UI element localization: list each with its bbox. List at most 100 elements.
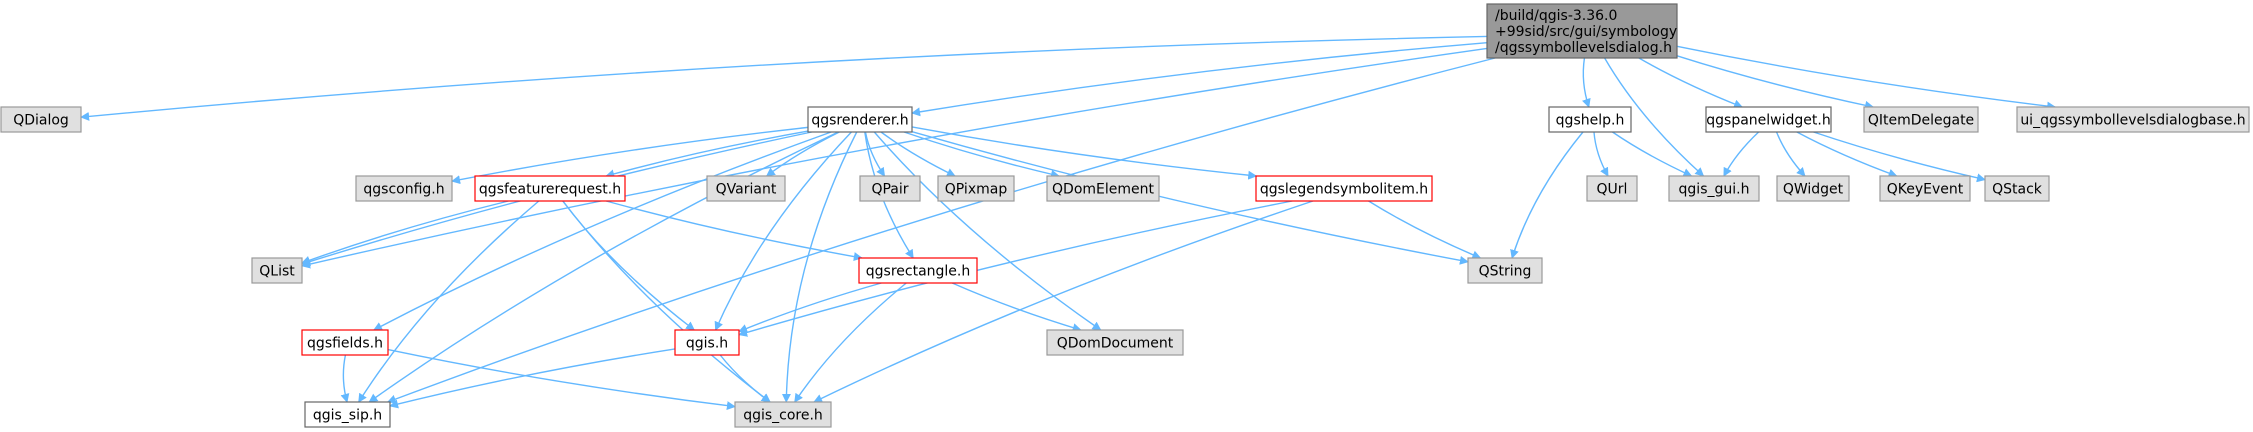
nodes-layer: /build/qgis-3.36.0+99sid/src/gui/symbolo… bbox=[0, 3, 2250, 428]
edge-qgsrenderer-to-qstring bbox=[911, 131, 1469, 265]
node-qlist-label: QList bbox=[259, 264, 295, 280]
node-qgis_gui: qgis_gui.h bbox=[1668, 175, 1760, 202]
edge-qgslegendsymbolitem-to-qstring bbox=[1368, 200, 1482, 259]
edge-qgsfeaturerequest-to-qgis_sip bbox=[358, 200, 540, 403]
node-qitemdelegate: QItemDelegate bbox=[1863, 106, 1979, 133]
node-qgsconfig: qgsconfig.h bbox=[355, 175, 453, 202]
node-qgsrectangle[interactable]: qgsrectangle.h bbox=[858, 257, 978, 284]
node-qstring-box bbox=[1467, 257, 1543, 284]
node-qvariant-label: QVariant bbox=[716, 182, 777, 198]
node-qgshelp-box bbox=[1548, 106, 1632, 133]
node-qstring-label: QString bbox=[1479, 264, 1532, 280]
node-qwidget-label: QWidget bbox=[1783, 182, 1844, 198]
node-qgis_h[interactable]: qgis.h bbox=[674, 329, 740, 356]
node-ui_dialogbase-label: ui_qgssymbollevelsdialogbase.h bbox=[2020, 113, 2245, 129]
node-qgsfields-box bbox=[301, 329, 389, 356]
node-qstack-label: QStack bbox=[1992, 182, 2043, 198]
node-qkeyevent-label: QKeyEvent bbox=[1887, 182, 1964, 198]
node-qgslegendsymbolitem[interactable]: qgslegendsymbolitem.h bbox=[1255, 175, 1433, 202]
edge-root-to-qlist bbox=[301, 47, 1488, 269]
node-ui_dialogbase: ui_qgssymbollevelsdialogbase.h bbox=[2016, 106, 2250, 133]
node-qgis_sip[interactable]: qgis_sip.h bbox=[304, 401, 391, 428]
node-qdialog: QDialog bbox=[0, 106, 82, 133]
node-qgsfields[interactable]: qgsfields.h bbox=[301, 329, 389, 356]
edge-qgsrectangle-to-qgis_core bbox=[794, 282, 907, 403]
edge-qgis_h-to-qgis_core bbox=[719, 354, 771, 403]
node-qstring: QString bbox=[1467, 257, 1543, 284]
edge-qgslegendsymbolitem-to-qgis_h bbox=[738, 200, 1293, 337]
node-qwidget: QWidget bbox=[1776, 175, 1850, 202]
edge-qgsrenderer-to-qdomelement bbox=[903, 131, 1060, 179]
node-qstack-box bbox=[1984, 175, 2050, 202]
node-root[interactable]: /build/qgis-3.36.0+99sid/src/gui/symbolo… bbox=[1486, 3, 1678, 59]
node-qgis_core: qgis_core.h bbox=[734, 401, 832, 428]
node-qpair-box bbox=[859, 175, 921, 202]
edge-root-to-qgis_gui bbox=[1604, 57, 1705, 177]
node-qgsfeaturerequest-label: qgsfeaturerequest.h bbox=[479, 182, 621, 198]
edge-qgsrenderer-to-qgsfields bbox=[373, 131, 832, 331]
node-qgis_gui-box bbox=[1668, 175, 1760, 202]
edge-root-to-ui_dialogbase bbox=[1676, 45, 2057, 111]
node-qitemdelegate-label: QItemDelegate bbox=[1868, 113, 1974, 129]
node-qgsrenderer-box bbox=[807, 106, 913, 133]
edge-qgsrenderer-to-qgis_sip bbox=[368, 131, 839, 403]
node-qurl-label: QUrl bbox=[1597, 182, 1628, 198]
edge-qgsrectangle-to-qdomdocument bbox=[951, 282, 1082, 332]
node-qgshelp-label: qgshelp.h bbox=[1556, 113, 1625, 129]
edge-qgshelp-to-qgis_gui bbox=[1612, 131, 1693, 177]
node-qvariant-box bbox=[706, 175, 786, 202]
node-qurl: QUrl bbox=[1586, 175, 1638, 202]
node-qgsrectangle-box bbox=[858, 257, 978, 284]
edge-qgsfeaturerequest-to-qgsrectangle bbox=[605, 200, 863, 262]
node-qgsconfig-box bbox=[355, 175, 453, 202]
node-root-label: /qgssymbollevelsdialog.h bbox=[1495, 40, 1672, 56]
edge-qgsfields-to-qgis_sip bbox=[340, 354, 350, 403]
node-qgsrectangle-label: qgsrectangle.h bbox=[866, 264, 970, 280]
edge-qgsrenderer-to-qdomdocument bbox=[873, 131, 1102, 331]
node-qgspanelwidget[interactable]: qgspanelwidget.h bbox=[1705, 106, 1832, 133]
node-qgis_sip-label: qgis_sip.h bbox=[313, 408, 382, 424]
node-qpair-label: QPair bbox=[871, 182, 908, 198]
node-qdomdocument: QDomDocument bbox=[1046, 329, 1184, 356]
node-qkeyevent: QKeyEvent bbox=[1879, 175, 1971, 202]
edge-qgslegendsymbolitem-to-qgis_core bbox=[813, 200, 1314, 403]
node-qpixmap-label: QPixmap bbox=[945, 182, 1008, 198]
node-qitemdelegate-box bbox=[1863, 106, 1979, 133]
node-qgsfields-label: qgsfields.h bbox=[307, 336, 383, 352]
node-qgsconfig-label: qgsconfig.h bbox=[363, 182, 444, 198]
node-qgshelp[interactable]: qgshelp.h bbox=[1548, 106, 1632, 133]
node-qgis_gui-label: qgis_gui.h bbox=[1679, 182, 1750, 198]
node-qdomdocument-label: QDomDocument bbox=[1057, 336, 1174, 352]
edge-root-to-qgshelp bbox=[1582, 57, 1591, 108]
node-qdomelement-label: QDomElement bbox=[1052, 182, 1154, 198]
edge-qgsrenderer-to-qgsfeaturerequest bbox=[605, 130, 809, 179]
edge-qgsrenderer-to-qpixmap bbox=[880, 131, 956, 177]
node-qdomelement: QDomElement bbox=[1046, 175, 1160, 202]
node-qpixmap: QPixmap bbox=[937, 175, 1015, 202]
node-qgis_h-box bbox=[674, 329, 740, 356]
node-qstack: QStack bbox=[1984, 175, 2050, 202]
edge-root-to-qitemdelegate bbox=[1676, 55, 1875, 110]
node-qgsrenderer[interactable]: qgsrenderer.h bbox=[807, 106, 913, 133]
node-root-label: /build/qgis-3.36.0 bbox=[1495, 8, 1617, 24]
node-qpair: QPair bbox=[859, 175, 921, 202]
edge-qgspanelwidget-to-qkeyevent bbox=[1796, 131, 1898, 178]
edge-root-to-qdialog bbox=[80, 35, 1488, 121]
edge-qgsrenderer-to-qpair bbox=[864, 131, 886, 177]
node-qlist: QList bbox=[251, 257, 303, 284]
edge-qgsrenderer-to-qgis_core bbox=[781, 131, 858, 403]
edge-qgsrenderer-to-qgslegendsymbolitem bbox=[911, 126, 1258, 180]
node-qgsfeaturerequest-box bbox=[474, 175, 626, 202]
node-qgis_sip-box bbox=[304, 401, 391, 428]
node-qgsfeaturerequest[interactable]: qgsfeaturerequest.h bbox=[474, 175, 626, 202]
edge-qgsrectangle-to-qgis_h bbox=[738, 282, 882, 333]
edge-root-to-qgspanelwidget bbox=[1638, 57, 1743, 109]
node-root-label: +99sid/src/gui/symbology bbox=[1495, 24, 1677, 40]
node-qdialog-label: QDialog bbox=[13, 113, 69, 129]
edge-root-to-qgis_sip bbox=[386, 57, 1496, 404]
node-qgslegendsymbolitem-box bbox=[1255, 175, 1433, 202]
node-root-box bbox=[1486, 3, 1678, 59]
node-qwidget-box bbox=[1776, 175, 1850, 202]
node-ui_dialogbase-box bbox=[2016, 106, 2250, 133]
